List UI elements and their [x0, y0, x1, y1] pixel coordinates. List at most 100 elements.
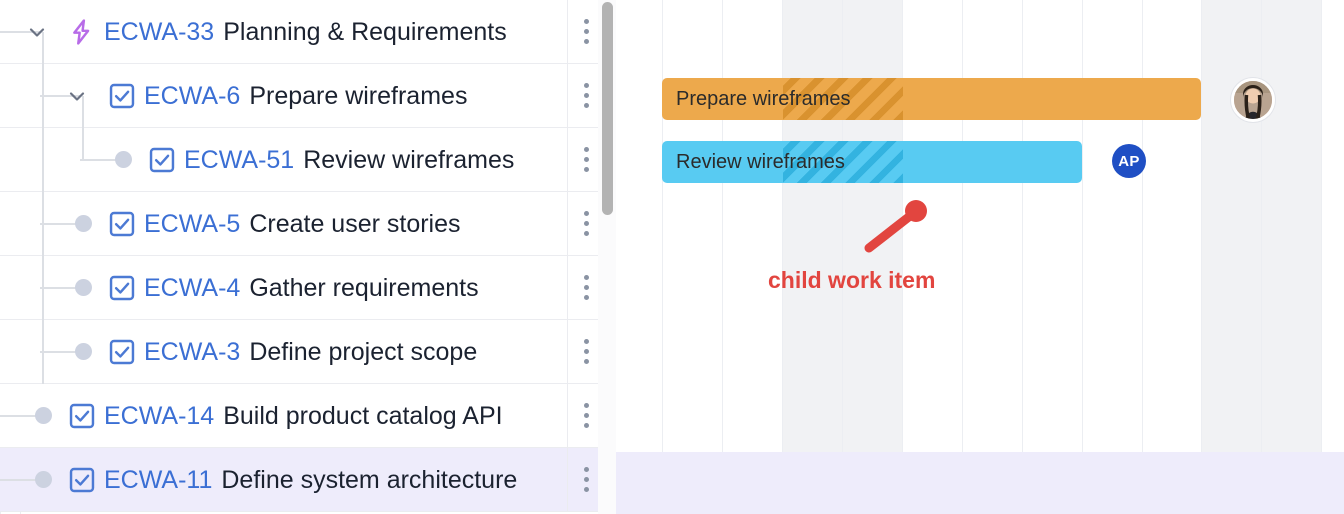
gantt-weekend-column — [843, 0, 903, 452]
work-item-key[interactable]: ECWA-4 — [144, 274, 241, 302]
tree-connector-horizontal — [40, 223, 80, 225]
work-item-key[interactable]: ECWA-6 — [144, 82, 241, 110]
work-item-key[interactable]: ECWA-33 — [104, 18, 215, 46]
work-item-summary: Build product catalog API — [223, 402, 503, 430]
tree-row-ecwa-51[interactable]: ECWA-51 Review wireframes — [0, 128, 604, 192]
tree-row-content: ECWA-3 Define project scope — [0, 320, 568, 383]
tree-row-ecwa-33[interactable]: ECWA-33 Planning & Requirements — [0, 0, 604, 64]
work-item-label[interactable]: ECWA-11 Define system architecture — [104, 465, 517, 495]
gantt-bar-label: Prepare wireframes — [676, 87, 851, 110]
gantt-bar[interactable]: Review wireframes — [662, 141, 1082, 183]
work-item-label[interactable]: ECWA-5 Create user stories — [144, 209, 461, 239]
tree-row-content: ECWA-11 Define system architecture — [0, 448, 568, 511]
tree-node-dot-icon — [75, 343, 92, 360]
gantt-weekend-column — [1202, 0, 1262, 452]
task-checkbox-icon — [68, 402, 96, 430]
tree-row-content: ECWA-33 Planning & Requirements — [0, 0, 568, 63]
tree-connector-horizontal — [80, 159, 120, 161]
work-item-key[interactable]: ECWA-14 — [104, 402, 215, 430]
task-checkbox-icon — [148, 146, 176, 174]
task-checkbox-icon — [108, 338, 136, 366]
task-checkbox-icon — [108, 82, 136, 110]
kebab-menu-icon[interactable] — [567, 192, 604, 255]
tree-node-dot-icon — [115, 151, 132, 168]
tree-row-ecwa-5[interactable]: ECWA-5 Create user stories — [0, 192, 604, 256]
tree-row-content: ECWA-5 Create user stories — [0, 192, 568, 255]
work-item-summary: Define system architecture — [221, 466, 518, 494]
tree-node-dot-icon — [75, 215, 92, 232]
task-checkbox-icon — [108, 210, 136, 238]
assignee-avatar-photo[interactable] — [1231, 78, 1275, 122]
work-item-label[interactable]: ECWA-3 Define project scope — [144, 337, 477, 367]
gantt-day-column — [1023, 0, 1083, 452]
work-item-summary: Prepare wireframes — [249, 82, 468, 110]
work-item-label[interactable]: ECWA-4 Gather requirements — [144, 273, 479, 303]
tree-row-content: ECWA-6 Prepare wireframes — [0, 64, 568, 127]
tree-row-ecwa-4[interactable]: ECWA-4 Gather requirements — [0, 256, 604, 320]
work-item-summary: Define project scope — [249, 338, 478, 366]
tree-node-dot-icon — [35, 407, 52, 424]
work-item-label[interactable]: ECWA-14 Build product catalog API — [104, 401, 503, 431]
work-item-key[interactable]: ECWA-3 — [144, 338, 241, 366]
tree-row-ecwa-11[interactable]: ECWA-11 Define system architecture — [0, 448, 604, 512]
tree-spine-level-1 — [82, 96, 84, 160]
work-item-label[interactable]: ECWA-6 Prepare wireframes — [144, 81, 467, 111]
gantt-day-column — [903, 0, 963, 452]
work-item-summary: Review wireframes — [303, 146, 515, 174]
kebab-menu-icon[interactable] — [567, 384, 604, 447]
scrollbar-thumb[interactable] — [602, 2, 613, 215]
gantt-day-column — [663, 0, 723, 452]
tree-row-content: ECWA-51 Review wireframes — [0, 128, 568, 191]
assignee-avatar-ap[interactable]: AP — [1112, 144, 1146, 178]
chevron-down-icon[interactable] — [26, 21, 48, 43]
kebab-menu-icon[interactable] — [567, 0, 604, 63]
avatar-initials: AP — [1118, 152, 1140, 170]
task-checkbox-icon — [68, 466, 96, 494]
gantt-selected-row-highlight — [616, 452, 1344, 514]
gantt-bar[interactable]: Prepare wireframes — [662, 78, 1201, 120]
tree-connector-horizontal — [0, 415, 40, 417]
tree-row-content: ECWA-14 Build product catalog API — [0, 384, 568, 447]
work-item-key[interactable]: ECWA-5 — [144, 210, 241, 238]
gantt-bar-label: Review wireframes — [676, 150, 845, 173]
work-item-summary: Create user stories — [249, 210, 461, 238]
tree-node-dot-icon — [35, 471, 52, 488]
work-item-label[interactable]: ECWA-33 Planning & Requirements — [104, 17, 507, 47]
avatar-photo-image — [1234, 81, 1272, 119]
tree-row-content: ECWA-4 Gather requirements — [0, 256, 568, 319]
work-item-label[interactable]: ECWA-51 Review wireframes — [184, 145, 514, 175]
gantt-day-column — [723, 0, 783, 452]
gantt-day-column — [1083, 0, 1143, 452]
gantt-day-column — [1143, 0, 1202, 452]
gantt-day-column — [963, 0, 1023, 452]
kebab-menu-icon[interactable] — [567, 64, 604, 127]
gantt-day-column — [616, 0, 663, 452]
gantt-bar-weekend-hatch — [783, 78, 903, 120]
work-item-summary: Gather requirements — [249, 274, 479, 302]
work-item-key[interactable]: ECWA-11 — [104, 466, 213, 494]
kebab-menu-icon[interactable] — [567, 320, 604, 383]
tree-row-ecwa-6[interactable]: ECWA-6 Prepare wireframes — [0, 64, 604, 128]
tree-connector-horizontal — [40, 287, 80, 289]
tree-row-ecwa-3[interactable]: ECWA-3 Define project scope — [0, 320, 604, 384]
kebab-menu-icon[interactable] — [567, 256, 604, 319]
tree-vertical-scrollbar[interactable] — [598, 0, 616, 514]
kebab-menu-icon[interactable] — [567, 448, 604, 511]
kebab-menu-icon[interactable] — [567, 128, 604, 191]
tree-row-ecwa-14[interactable]: ECWA-14 Build product catalog API — [0, 384, 604, 448]
work-item-summary: Planning & Requirements — [223, 18, 507, 46]
epic-lightning-icon — [68, 18, 96, 46]
gantt-weekend-column — [783, 0, 843, 452]
work-item-key[interactable]: ECWA-51 — [184, 146, 295, 174]
tree-spine-level-0 — [42, 32, 44, 384]
task-checkbox-icon — [108, 274, 136, 302]
gantt-bar-weekend-hatch — [783, 141, 903, 183]
tree-connector-horizontal — [40, 351, 80, 353]
chevron-down-icon[interactable] — [66, 85, 88, 107]
gantt-weekend-column — [1262, 0, 1322, 452]
tree-connector-horizontal — [0, 479, 40, 481]
